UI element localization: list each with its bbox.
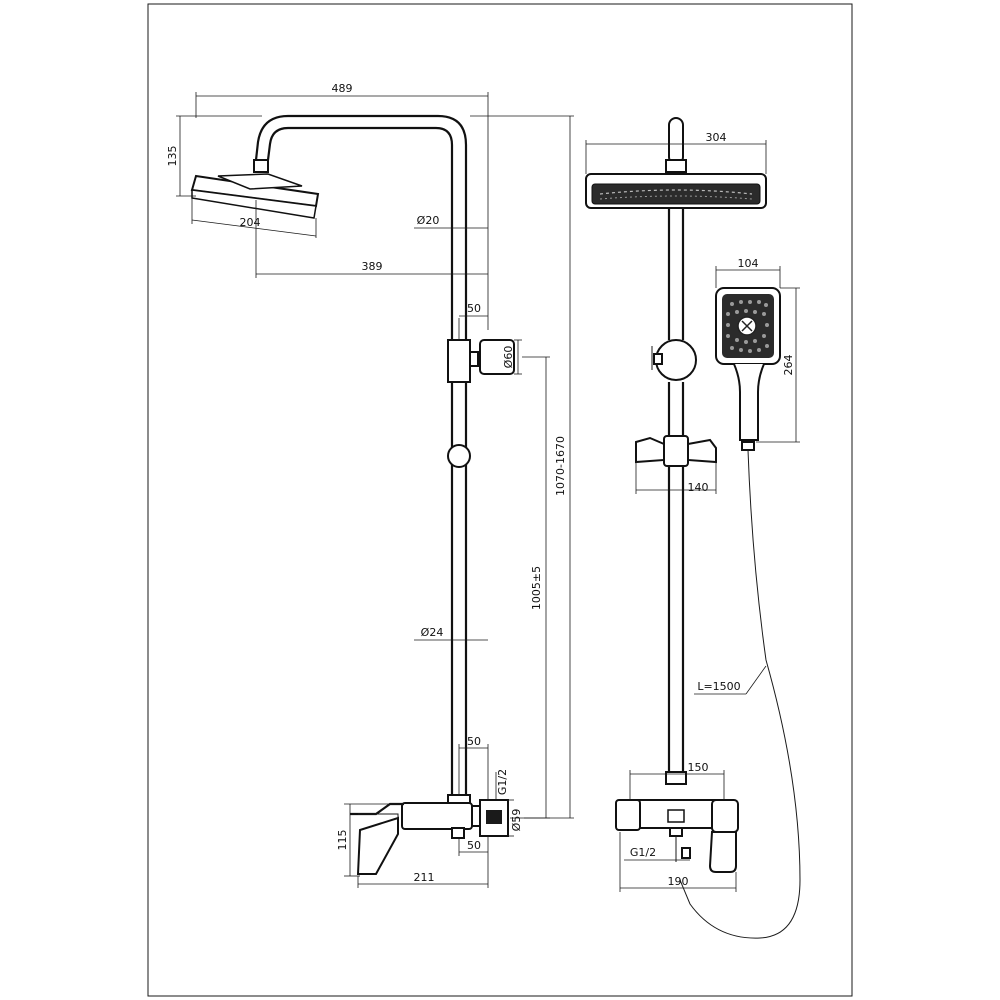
front-holder <box>651 339 697 381</box>
dim-label: Ø60 <box>502 346 515 369</box>
side-view: 489 135 204 389 Ø20 <box>166 82 574 888</box>
dim-50-holder: 50 <box>458 302 488 340</box>
front-mixer-valve <box>615 771 739 873</box>
dim-dia59: Ø59 <box>508 799 523 837</box>
dim-g12-side: G1/2 <box>495 769 509 800</box>
dim-label: G1/2 <box>630 846 656 859</box>
front-hand-shower <box>715 287 781 451</box>
front-view: 304 104 264 140 L=1500 <box>585 117 801 939</box>
dim-115: 115 <box>336 803 404 877</box>
dim-lower-height: 1005±5 <box>522 356 550 819</box>
front-shower-head <box>585 173 767 209</box>
dim-label: 115 <box>336 830 349 851</box>
dim-label: Ø24 <box>421 626 444 639</box>
dim-50-valve-bottom: 50 <box>458 836 489 856</box>
dim-489: 489 <box>195 82 489 330</box>
dim-150: 150 <box>629 761 725 800</box>
dim-label: 1070-1670 <box>554 436 567 496</box>
dim-50-valve-top: 50 <box>458 735 489 800</box>
dim-135: 135 <box>166 115 262 197</box>
side-shower-head <box>190 173 320 219</box>
dim-hose-length: L=1500 <box>694 665 767 695</box>
dim-label: Ø59 <box>510 809 523 832</box>
dim-389: 389 <box>255 200 488 278</box>
dim-104: 104 <box>715 257 781 288</box>
dim-label: 389 <box>362 260 383 273</box>
dim-dia24: Ø24 <box>414 626 488 641</box>
dim-label: 204 <box>240 216 261 229</box>
dim-label: Ø20 <box>417 214 440 227</box>
dim-label: 304 <box>706 131 727 144</box>
dim-label: G1/2 <box>496 769 509 795</box>
dim-label: 264 <box>782 355 795 376</box>
dim-label: 50 <box>467 302 481 315</box>
dim-dia60: Ø60 <box>502 339 522 375</box>
dim-label: 50 <box>467 839 481 852</box>
dim-total-height: 1070-1670 <box>470 115 574 819</box>
dim-211: 211 <box>357 856 489 888</box>
front-hose <box>679 449 801 939</box>
front-slider <box>635 435 717 467</box>
dim-140: 140 <box>635 462 717 494</box>
dim-label: 140 <box>688 481 709 494</box>
dim-label: 135 <box>166 146 179 167</box>
side-slider-ring <box>447 444 471 468</box>
dim-204: 204 <box>191 198 317 238</box>
dim-label: 104 <box>738 257 759 270</box>
dim-label: 50 <box>467 735 481 748</box>
dim-label: 190 <box>668 875 689 888</box>
dim-g12-front: G1/2 <box>624 846 690 861</box>
dim-label: L=1500 <box>697 680 740 693</box>
dim-label: 1005±5 <box>530 566 543 610</box>
dim-264: 264 <box>756 287 800 443</box>
side-mixer-valve <box>350 794 509 875</box>
dim-304: 304 <box>585 131 767 174</box>
dim-dia20: Ø20 <box>414 214 488 229</box>
drawing-frame <box>147 3 853 997</box>
dim-label: 150 <box>688 761 709 774</box>
dim-label: 489 <box>332 82 353 95</box>
dim-label: 211 <box>414 871 435 884</box>
dim-190: 190 <box>619 832 737 892</box>
